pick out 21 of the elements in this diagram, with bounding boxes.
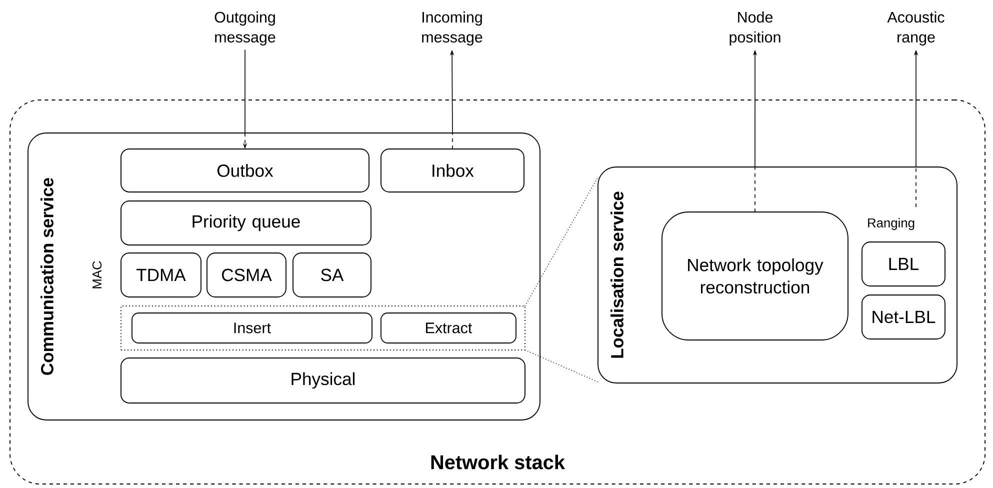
layer-box: Extract (380, 312, 516, 344)
layer-box: Outbox (120, 148, 370, 192)
layer-box: SA (292, 252, 372, 298)
leader-line (524, 176, 598, 306)
process-box: Network topology reconstruction (662, 212, 848, 340)
io-label: Incoming message (422, 11, 482, 46)
layer-label: Ranging (868, 218, 914, 230)
layer-box: Physical (120, 358, 526, 404)
layer-box: Insert (132, 312, 372, 344)
layer-box: Net-LBL (862, 294, 946, 340)
io-label: Node position (730, 11, 780, 46)
layer-box: Priority queue (120, 200, 372, 246)
layer-label: MAC (92, 261, 102, 288)
layer-box: CSMA (206, 252, 286, 298)
layer-box: Inbox (380, 148, 524, 192)
layer-box: TDMA (120, 252, 202, 298)
io-label: Outgoing message (214, 11, 276, 46)
io-label: Acoustic range (887, 11, 944, 46)
dotted-group-box (120, 306, 526, 350)
layer-box: LBL (862, 242, 946, 286)
leader-line (524, 350, 598, 382)
